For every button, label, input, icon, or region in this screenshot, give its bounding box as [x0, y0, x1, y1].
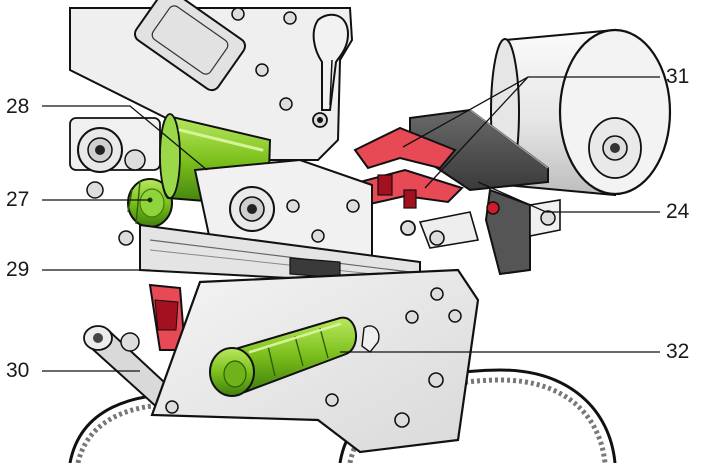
callout-24: 24	[666, 201, 689, 222]
callout-27: 27	[6, 189, 29, 210]
callout-28: 28	[6, 96, 29, 117]
callout-32: 32	[666, 341, 689, 362]
callout-30: 30	[6, 360, 29, 381]
callout-31: 31	[666, 66, 689, 87]
callout-29: 29	[6, 259, 29, 280]
